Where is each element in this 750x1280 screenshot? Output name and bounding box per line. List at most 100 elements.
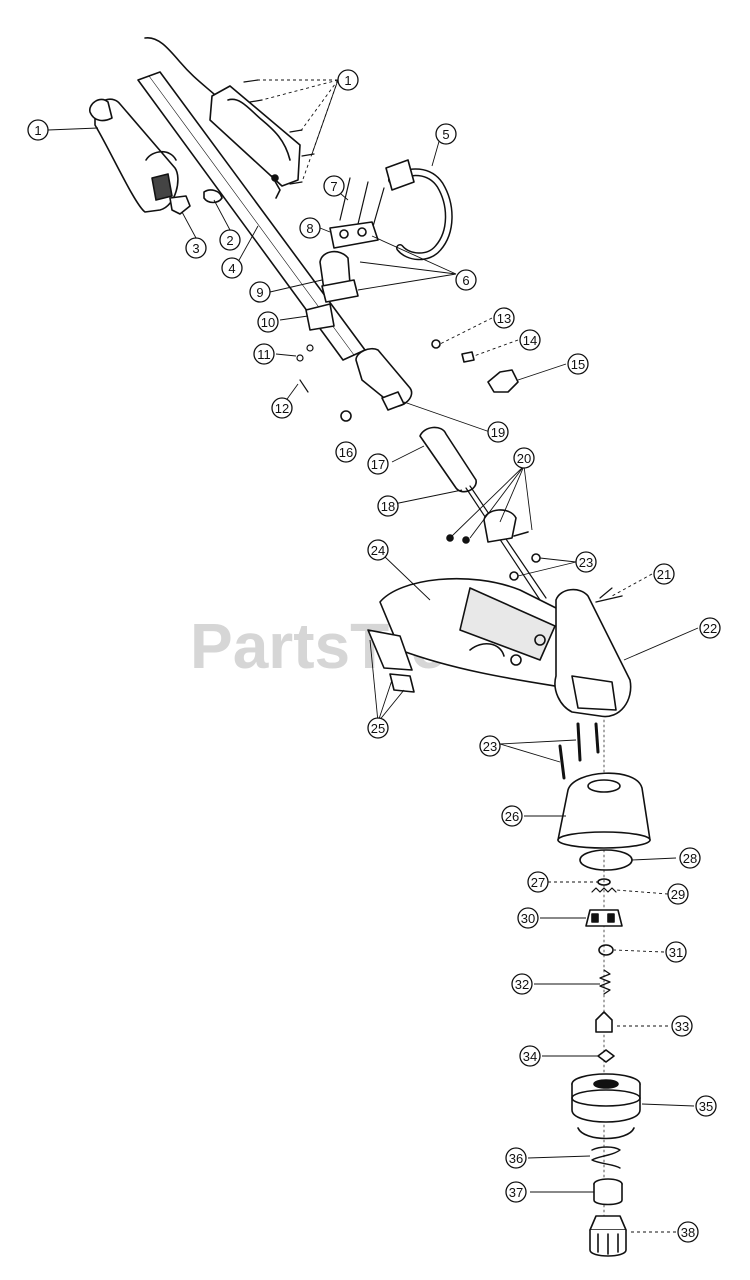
- callout-14: 14: [519, 329, 541, 351]
- drive-hub: [585, 909, 623, 927]
- callout-2: 2: [219, 229, 241, 251]
- callout-number: 2: [226, 233, 233, 248]
- shaft-clamp: [305, 303, 335, 331]
- callout-number: 15: [571, 357, 585, 372]
- callout-circle: [699, 617, 721, 639]
- callout-circle: [479, 735, 501, 757]
- callout-11: 11: [253, 343, 275, 365]
- callout-circle: [665, 941, 687, 963]
- callout-circle: [377, 495, 399, 517]
- bump-cap: [593, 1178, 623, 1206]
- callout-26: 26: [501, 805, 523, 827]
- callout-circle: [667, 883, 689, 905]
- callout-number: 1: [34, 123, 41, 138]
- eyelet-34: [597, 1049, 615, 1063]
- callout-circle: [271, 397, 293, 419]
- callout-circle: [519, 1045, 541, 1067]
- callout-38: 38: [677, 1221, 699, 1243]
- callout-number: 32: [515, 977, 529, 992]
- callout-19: 19: [487, 421, 509, 443]
- bolt-23-a: [576, 722, 582, 762]
- callout-number: 16: [339, 445, 353, 460]
- callout-36: 36: [505, 1147, 527, 1169]
- callout-circle: [519, 329, 541, 351]
- callout-5: 5: [435, 123, 457, 145]
- callout-3: 3: [185, 237, 207, 259]
- callout-number: 33: [675, 1019, 689, 1034]
- callout-17: 17: [367, 453, 389, 475]
- callout-18: 18: [377, 495, 399, 517]
- spring-36: [591, 1146, 621, 1169]
- rear-grip: [89, 98, 179, 213]
- callout-circle: [653, 563, 675, 585]
- callout-circle: [221, 257, 243, 279]
- callout-6: 6: [455, 269, 477, 291]
- callout-24: 24: [367, 539, 389, 561]
- callout-number: 1: [344, 73, 351, 88]
- shield-screw-b: [531, 553, 541, 563]
- callout-23: 23: [479, 735, 501, 757]
- handle-clamp: [319, 221, 379, 303]
- callout-13: 13: [493, 307, 515, 329]
- callout-circle: [517, 907, 539, 929]
- callout-number: 29: [671, 887, 685, 902]
- callout-circle: [367, 539, 389, 561]
- callout-1: 1: [337, 69, 359, 91]
- callout-25: 25: [367, 717, 389, 739]
- callout-29: 29: [667, 883, 689, 905]
- callout-circle: [257, 311, 279, 333]
- spring-32: [599, 969, 611, 995]
- callout-circle: [575, 551, 597, 573]
- spring-29: [591, 887, 617, 893]
- throttle-cable: [144, 37, 215, 95]
- callout-labels: 1123456789101112131415161718192021222323…: [27, 69, 721, 1243]
- callout-20: 20: [513, 447, 535, 469]
- nut-17: [340, 410, 352, 422]
- callout-number: 10: [261, 315, 275, 330]
- callout-number: 28: [683, 851, 697, 866]
- callout-number: 24: [371, 543, 385, 558]
- callout-circle: [679, 847, 701, 869]
- callout-22: 22: [699, 617, 721, 639]
- guard-shield: [379, 577, 581, 691]
- callout-number: 8: [306, 221, 313, 236]
- callout-number: 7: [330, 179, 337, 194]
- callout-32: 32: [511, 973, 533, 995]
- callout-10: 10: [257, 311, 279, 333]
- bushing-15: [461, 351, 475, 363]
- callout-number: 34: [523, 1049, 537, 1064]
- callout-number: 11: [257, 347, 271, 362]
- callout-1: 1: [27, 119, 49, 141]
- bolt-21: [595, 595, 623, 603]
- callout-number: 23: [579, 555, 593, 570]
- gear-head: [554, 587, 632, 718]
- callout-circle: [335, 441, 357, 463]
- callout-number: 18: [381, 499, 395, 514]
- callout-23: 23: [575, 551, 597, 573]
- hub-33: [595, 1011, 613, 1033]
- lower-shaft: [419, 426, 547, 601]
- callout-number: 9: [256, 285, 263, 300]
- washer-31: [598, 944, 614, 956]
- callout-33: 33: [671, 1015, 693, 1037]
- bump-knob: [589, 1215, 627, 1257]
- handle-bolts: [339, 177, 385, 231]
- callout-circle: [337, 69, 359, 91]
- callout-number: 38: [681, 1225, 695, 1240]
- bolt-23-c: [594, 722, 600, 754]
- callout-27: 27: [527, 871, 549, 893]
- callout-circle: [501, 805, 523, 827]
- callout-circle: [505, 1181, 527, 1203]
- callout-number: 22: [703, 621, 717, 636]
- callout-number: 36: [509, 1151, 523, 1166]
- bolt-23-b: [558, 744, 566, 780]
- callout-number: 30: [521, 911, 535, 926]
- callout-circle: [253, 343, 275, 365]
- callout-circle: [493, 307, 515, 329]
- callout-number: 17: [371, 457, 385, 472]
- callout-number: 3: [192, 241, 199, 256]
- callout-number: 19: [491, 425, 505, 440]
- callout-7: 7: [323, 175, 345, 197]
- callout-number: 20: [517, 451, 531, 466]
